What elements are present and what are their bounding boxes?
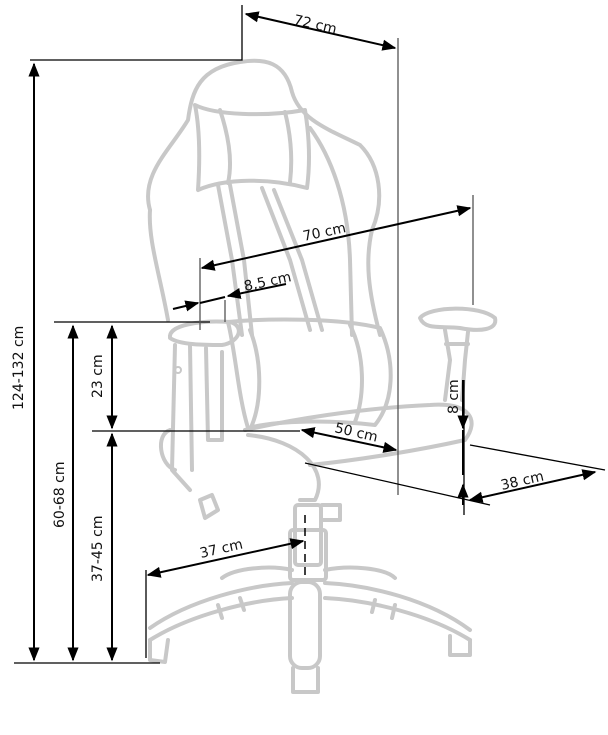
label-total-height: 124-132 cm — [11, 326, 27, 410]
caster — [291, 666, 320, 694]
label-armrest-width: 8,5 cm — [243, 269, 293, 295]
lumbar-cushion — [226, 317, 393, 430]
dim-armrest-length-line — [468, 469, 597, 503]
dim-base-radius-line — [146, 538, 305, 578]
caster — [148, 638, 170, 664]
right-armrest — [418, 306, 498, 332]
label-armrest-above-seat: 23 cm — [90, 354, 106, 398]
dim-backrest-width-line — [200, 205, 472, 271]
seat — [243, 402, 474, 467]
chair-base — [148, 581, 472, 632]
dim-armrest-width-line — [226, 283, 287, 299]
left-armrest — [168, 319, 241, 347]
label-armrest-height: 60-68 cm — [52, 462, 68, 528]
chair-illustration — [146, 58, 498, 694]
dimension-lines — [14, 5, 606, 664]
label-armrest-length: 38 cm — [499, 468, 545, 493]
dim-total-width-line — [244, 11, 397, 51]
label-seat-height: 37-45 cm — [90, 516, 106, 582]
headrest — [193, 103, 312, 192]
gas-lift — [293, 503, 323, 567]
dimension-labels: 124-132 cm 60-68 cm 37-45 cm 23 cm 72 cm… — [11, 12, 545, 582]
label-armrest-adjust: 8 cm — [446, 379, 462, 414]
dim-seat-depth-line — [300, 427, 398, 453]
label-total-width: 72 cm — [292, 12, 338, 37]
caster — [448, 634, 472, 657]
